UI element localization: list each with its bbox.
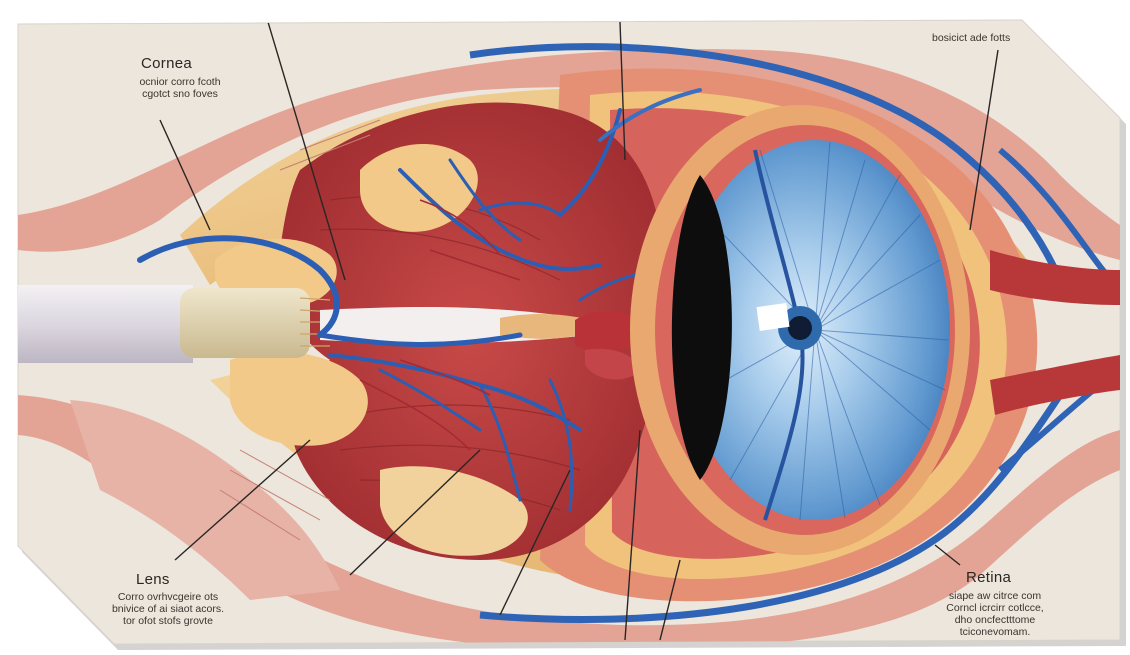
- caption-line: bosicict ade fotts: [932, 32, 1042, 44]
- label-lens-caption: Corro ovrhvcgeire ots bnivice of ai siao…: [88, 591, 248, 627]
- caption-line: bnivice of ai siaot acors.: [88, 603, 248, 615]
- caption-line: tciconevomam.: [920, 626, 1070, 638]
- label-retina-title: Retina: [966, 569, 1011, 586]
- label-cornea-caption: ocnior corro fcoth cgotct sno foves: [110, 76, 250, 100]
- pupil-center: [788, 316, 812, 340]
- caption-line: Corncl icrcirr cotlcce,: [920, 602, 1070, 614]
- optic-nerve: [18, 285, 193, 363]
- label-retina-caption: siape aw citrce com Corncl icrcirr cotlc…: [920, 590, 1070, 638]
- label-cornea-title: Cornea: [141, 55, 192, 72]
- label-top-right-caption: bosicict ade fotts: [932, 32, 1042, 44]
- caption-line: Corro ovrhvcgeire ots: [88, 591, 248, 603]
- label-lens-title: Lens: [136, 571, 170, 588]
- optic-nerve-tip: [180, 288, 310, 358]
- caption-line: tor ofot stofs grovte: [88, 615, 248, 627]
- caption-line: siape aw citrce com: [920, 590, 1070, 602]
- caption-line: ocnior corro fcoth: [110, 76, 250, 88]
- light-reflection: [756, 303, 789, 331]
- caption-line: cgotct sno foves: [110, 88, 250, 100]
- caption-line: dho oncfectttome: [920, 614, 1070, 626]
